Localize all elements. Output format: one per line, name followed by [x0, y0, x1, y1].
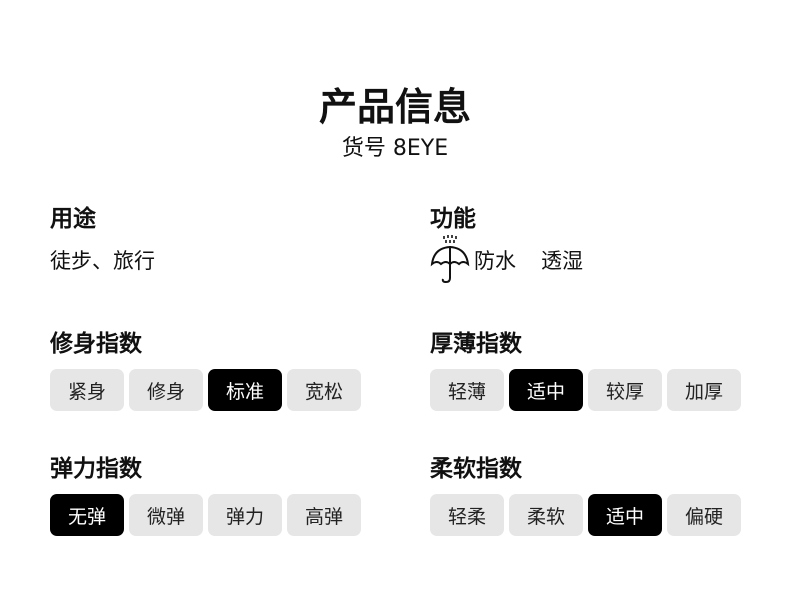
- fit-option: 紧身: [50, 369, 124, 411]
- usage-heading: 用途: [50, 206, 96, 232]
- thickness-options: 轻薄适中较厚加厚: [430, 369, 741, 411]
- elasticity-option: 无弹: [50, 494, 124, 536]
- softness-option: 偏硬: [667, 494, 741, 536]
- fit-options: 紧身修身标准宽松: [50, 369, 361, 411]
- thickness-option: 较厚: [588, 369, 662, 411]
- elasticity-option: 弹力: [208, 494, 282, 536]
- page-title: 产品信息: [318, 85, 471, 129]
- elasticity-heading: 弹力指数: [50, 456, 142, 482]
- softness-option: 柔软: [509, 494, 583, 536]
- thickness-option: 适中: [509, 369, 583, 411]
- item-number: 货号 8EYE: [341, 136, 449, 161]
- elasticity-options: 无弹微弹弹力高弹: [50, 494, 361, 536]
- thickness-option: 加厚: [667, 369, 741, 411]
- softness-heading: 柔软指数: [430, 456, 522, 482]
- thickness-heading: 厚薄指数: [430, 331, 522, 357]
- softness-options: 轻柔柔软适中偏硬: [430, 494, 741, 536]
- softness-option: 轻柔: [430, 494, 504, 536]
- umbrella-rain-icon: [430, 234, 470, 288]
- usage-value: 徒步、旅行: [50, 249, 155, 273]
- elasticity-option: 微弹: [129, 494, 203, 536]
- softness-option: 适中: [588, 494, 662, 536]
- thickness-option: 轻薄: [430, 369, 504, 411]
- fit-heading: 修身指数: [50, 331, 142, 357]
- fit-option: 宽松: [287, 369, 361, 411]
- elasticity-option: 高弹: [287, 494, 361, 536]
- fit-option: 标准: [208, 369, 282, 411]
- function-heading: 功能: [430, 206, 476, 232]
- function-breathable: 透湿: [541, 249, 583, 273]
- function-waterproof: 防水: [474, 249, 516, 273]
- fit-option: 修身: [129, 369, 203, 411]
